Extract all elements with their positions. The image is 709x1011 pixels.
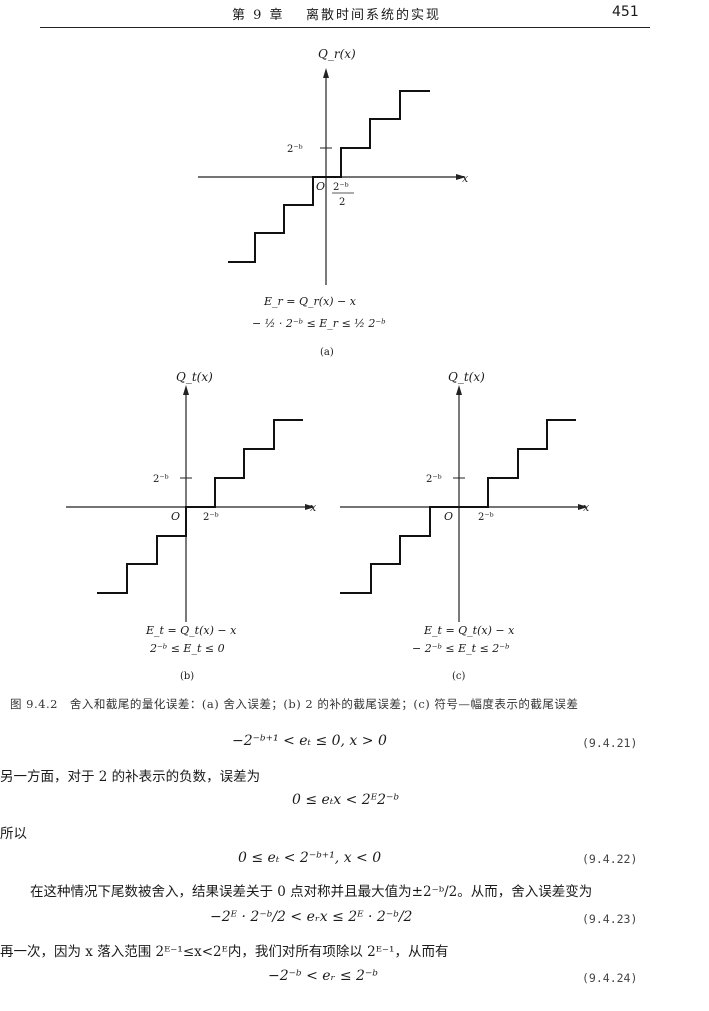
equation-number: (9.4.23) <box>582 912 638 926</box>
staircase-rounding <box>228 90 430 263</box>
paragraph: 再一次，因为 x 落入范围 2ᴱ⁻¹≤x<2ᴱ内，我们对所有项除以 2ᴱ⁻¹，从… <box>0 944 449 960</box>
x-tick-numerator: 2⁻ᵇ <box>333 182 349 193</box>
header-rule <box>40 27 650 28</box>
y-axis-arrow-icon <box>183 385 189 395</box>
figure-a: Q_r(x) 2⁻ᵇ O 2⁻ᵇ 2 x E_r = Q_r(x) − x − … <box>66 47 590 682</box>
equation-9-4-24: −2⁻ᵇ < eᵣ ≤ 2⁻ᵇ <box>268 968 378 984</box>
y-axis-arrow-icon <box>323 68 329 78</box>
staircase-twos-complement <box>97 419 303 594</box>
chapter-title: 离散时间系统的实现 <box>306 8 442 23</box>
equation-9-4-22: 0 ≤ eₜ < 2⁻ᵇ⁺¹, x < 0 <box>238 850 382 866</box>
staircase-sign-magnitude <box>340 419 576 594</box>
y-axis-arrow-icon <box>456 385 462 395</box>
figure-c: Q_t(x) 2⁻ᵇ O 2⁻ᵇ x E_t = Q_t(x) − x − 2⁻… <box>340 370 590 682</box>
x-axis-label: x <box>583 501 590 514</box>
origin-label: O <box>316 180 325 193</box>
x-axis-label: x <box>310 501 317 514</box>
error-bound: − ½ · 2⁻ᵇ ≤ E_r ≤ ½ 2⁻ᵇ <box>252 317 386 330</box>
figure-caption: 图 9.4.2 舍入和截尾的量化误差：(a) 舍入误差；(b) 2 的补的截尾误… <box>10 697 579 711</box>
y-tick-label: 2⁻ᵇ <box>426 474 442 485</box>
x-axis-label: x <box>462 172 469 185</box>
x-tick-denominator: 2 <box>339 197 345 208</box>
error-definition: E_t = Q_t(x) − x <box>423 624 515 637</box>
paragraph: 所以 <box>0 826 27 842</box>
subfigure-label-c: (c) <box>452 671 466 682</box>
page-number: 451 <box>612 4 639 20</box>
x-axis-arrow-icon <box>456 174 466 180</box>
y-axis-label: Q_r(x) <box>318 47 356 61</box>
y-tick-label: 2⁻ᵇ <box>287 144 303 155</box>
error-definition: E_r = Q_r(x) − x <box>263 295 357 308</box>
figure-b: Q_t(x) 2⁻ᵇ O 2⁻ᵇ x E_t = Q_t(x) − x 2⁻ᵇ … <box>66 370 317 682</box>
equation-9-4-23: −2ᴱ · 2⁻ᵇ/2 < eᵣx ≤ 2ᴱ · 2⁻ᵇ/2 <box>210 909 413 925</box>
error-bound: − 2⁻ᵇ ≤ E_t ≤ 2⁻ᵇ <box>412 642 510 655</box>
error-definition: E_t = Q_t(x) − x <box>145 624 237 637</box>
equation-9-4-21: −2⁻ᵇ⁺¹ < eₜ ≤ 0, x > 0 <box>232 733 387 749</box>
equation-number: (9.4.21) <box>582 736 638 750</box>
paragraph: 另一方面，对于 2 的补表示的负数，误差为 <box>0 769 261 785</box>
chapter-label: 第 9 章 <box>232 8 285 23</box>
x-tick-label: 2⁻ᵇ <box>478 512 494 523</box>
origin-label: O <box>171 510 180 523</box>
equation: 0 ≤ eₜx < 2ᴱ2⁻ᵇ <box>292 792 400 808</box>
y-axis-label: Q_t(x) <box>176 370 213 384</box>
equation-number: (9.4.22) <box>582 852 638 866</box>
x-axis-arrow-icon <box>305 504 315 510</box>
x-axis-arrow-icon <box>578 504 588 510</box>
subfigure-label-b: (b) <box>180 671 194 682</box>
subfigure-label-a: (a) <box>320 347 334 358</box>
x-tick-label: 2⁻ᵇ <box>203 512 219 523</box>
error-bound: 2⁻ᵇ ≤ E_t ≤ 0 <box>149 642 225 655</box>
equation-number: (9.4.24) <box>582 971 638 985</box>
y-tick-label: 2⁻ᵇ <box>153 474 169 485</box>
y-axis-label: Q_t(x) <box>448 370 485 384</box>
paragraph: 在这种情况下尾数被舍入，结果误差关于 0 点对称并且最大值为±2⁻ᵇ/2。从而，… <box>30 884 593 900</box>
origin-label: O <box>444 510 453 523</box>
